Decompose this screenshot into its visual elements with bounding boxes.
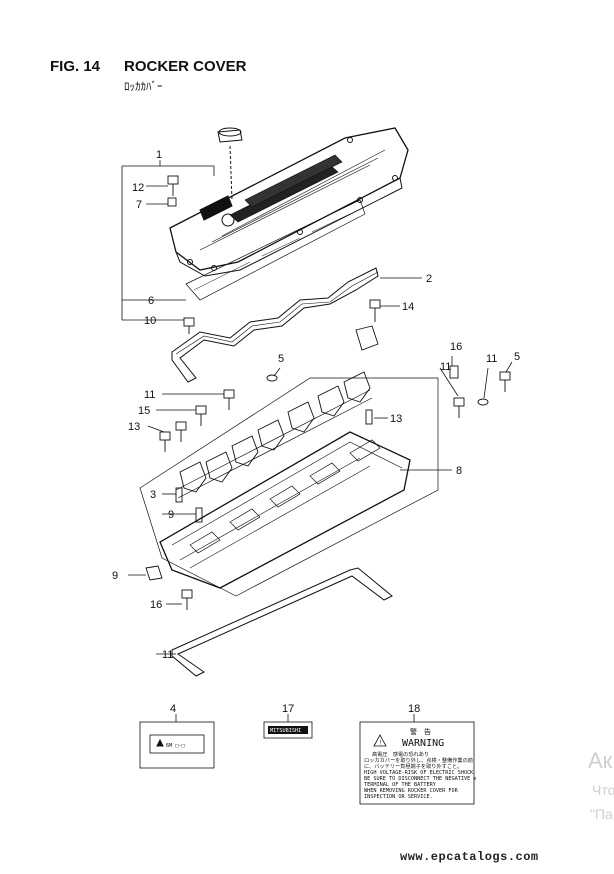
label-18-text: MITSUBISHI [270, 728, 301, 734]
svg-text:!: ! [379, 740, 383, 747]
callout-9b: 9 [168, 509, 174, 521]
callout-9: 3 [150, 489, 156, 501]
site-watermark: www.epcatalogs.com [400, 850, 539, 864]
svg-text:HIGH VOLTAGE-RISK OF ELECTRIC: HIGH VOLTAGE-RISK OF ELECTRIC SHOCK [364, 770, 474, 776]
svg-text:高電圧 感電の恐れあり: 高電圧 感電の恐れあり [372, 750, 429, 758]
label-18: MITSUBISHI [263, 721, 313, 739]
overlay-text-2: Что [592, 782, 614, 798]
callout-13b: 13 [128, 421, 140, 433]
callout-11b: 5 [514, 351, 520, 363]
callout-18: 17 [282, 703, 294, 715]
callout-15: 11 [144, 389, 155, 401]
rocker-cover-part [169, 127, 409, 277]
warning-title-jp: 警 告 [410, 727, 431, 736]
callout-16b: 9 [112, 570, 118, 582]
callout-13: 15 [138, 405, 150, 417]
svg-text:INSPECTION OR SERVICE.: INSPECTION OR SERVICE. [364, 794, 433, 800]
svg-text:BE SURE TO DISCONNECT THE NEGA: BE SURE TO DISCONNECT THE NEGATIVE ⊖ [364, 776, 476, 782]
warning-title: WARNING [402, 738, 444, 749]
gasket-part-6 [185, 199, 366, 301]
figure-number: FIG. 14 [50, 58, 101, 75]
callout-6: 6 [148, 295, 154, 307]
callout-11: 11 [440, 361, 451, 373]
callout-4: 11 [162, 649, 173, 661]
callout-numbers: 1 12 7 2 6 10 14 16 5 11 11 5 11 15 13 1… [112, 149, 520, 715]
svg-text:ロッカカバーを取り外し、点検・整備作業の前: ロッカカバーを取り外し、点検・整備作業の前 [364, 756, 473, 764]
gasket-part-4 [171, 567, 393, 677]
fasteners [145, 175, 511, 610]
callout-1: 1 [156, 149, 162, 161]
callout-3: 8 [456, 465, 462, 477]
callout-10: 10 [144, 315, 156, 327]
callout-8: 13 [390, 413, 402, 425]
overlay-text-1: Ак [588, 748, 613, 773]
callout-14: 14 [402, 301, 414, 313]
callout-17: 4 [170, 703, 176, 715]
callout-19: 18 [408, 703, 420, 715]
gasket-part-2 [171, 267, 379, 383]
callout-12: 12 [132, 182, 144, 194]
svg-text:TERMINAL OF THE BATTERY: TERMINAL OF THE BATTERY [364, 782, 437, 788]
overlay-text-3: "Па [590, 806, 613, 822]
callout-2: 2 [426, 273, 432, 285]
callout-11c: 16 [150, 599, 162, 611]
label-17: 6M □-□ [139, 721, 215, 769]
callout-5: 5 [278, 353, 284, 365]
label-19-warning: ! 警 告 WARNING 高電圧 感電の恐れあり ロッカカバーを取り外し、点検… [359, 721, 476, 805]
figure-title: ROCKER COVER [124, 58, 247, 75]
rocker-assembly-part [159, 371, 411, 589]
figure-subtitle: ﾛｯｶｶﾊﾞｰ [124, 81, 163, 93]
callout-5b: 11 [486, 353, 497, 365]
svg-text:に、バッテリー負極端子を取り外すこと。: に、バッテリー負極端子を取り外すこと。 [364, 762, 462, 770]
leader-lines [121, 160, 513, 722]
label-17-text: 6M □-□ [166, 743, 185, 749]
callout-16: 16 [450, 341, 462, 353]
svg-text:WHEN REMOVING ROCKER COVER FOR: WHEN REMOVING ROCKER COVER FOR [364, 788, 459, 794]
callout-7: 7 [136, 199, 142, 211]
